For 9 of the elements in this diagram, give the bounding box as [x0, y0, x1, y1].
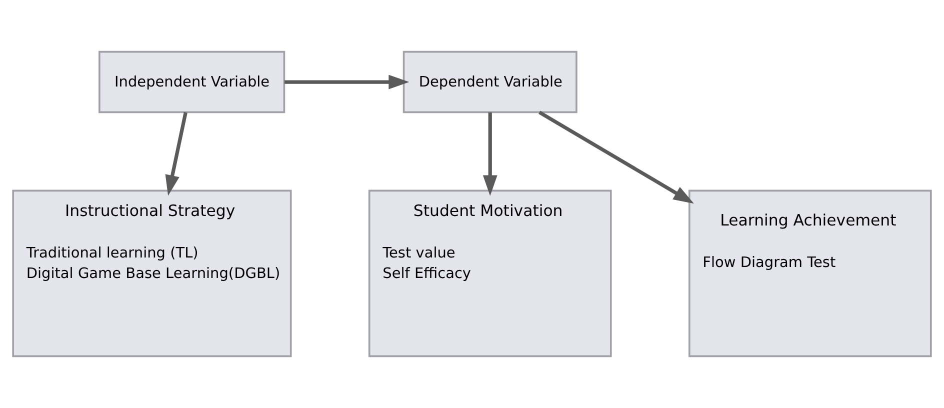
arrow	[538, 110, 694, 204]
arrow	[165, 112, 188, 196]
node-box: Learning Achievement Flow Diagram Test	[688, 190, 932, 358]
node-box: Student Motivation Test value Self Efficacy	[368, 190, 612, 358]
node-box: Independent Variable	[98, 50, 286, 114]
arrow	[482, 112, 498, 196]
arrow	[284, 74, 410, 90]
node-box: Dependent Variable	[402, 50, 578, 114]
node-box: Instructional Strategy Traditional learning (TL) Digital Game Base Learning(DGBL)	[12, 190, 292, 358]
